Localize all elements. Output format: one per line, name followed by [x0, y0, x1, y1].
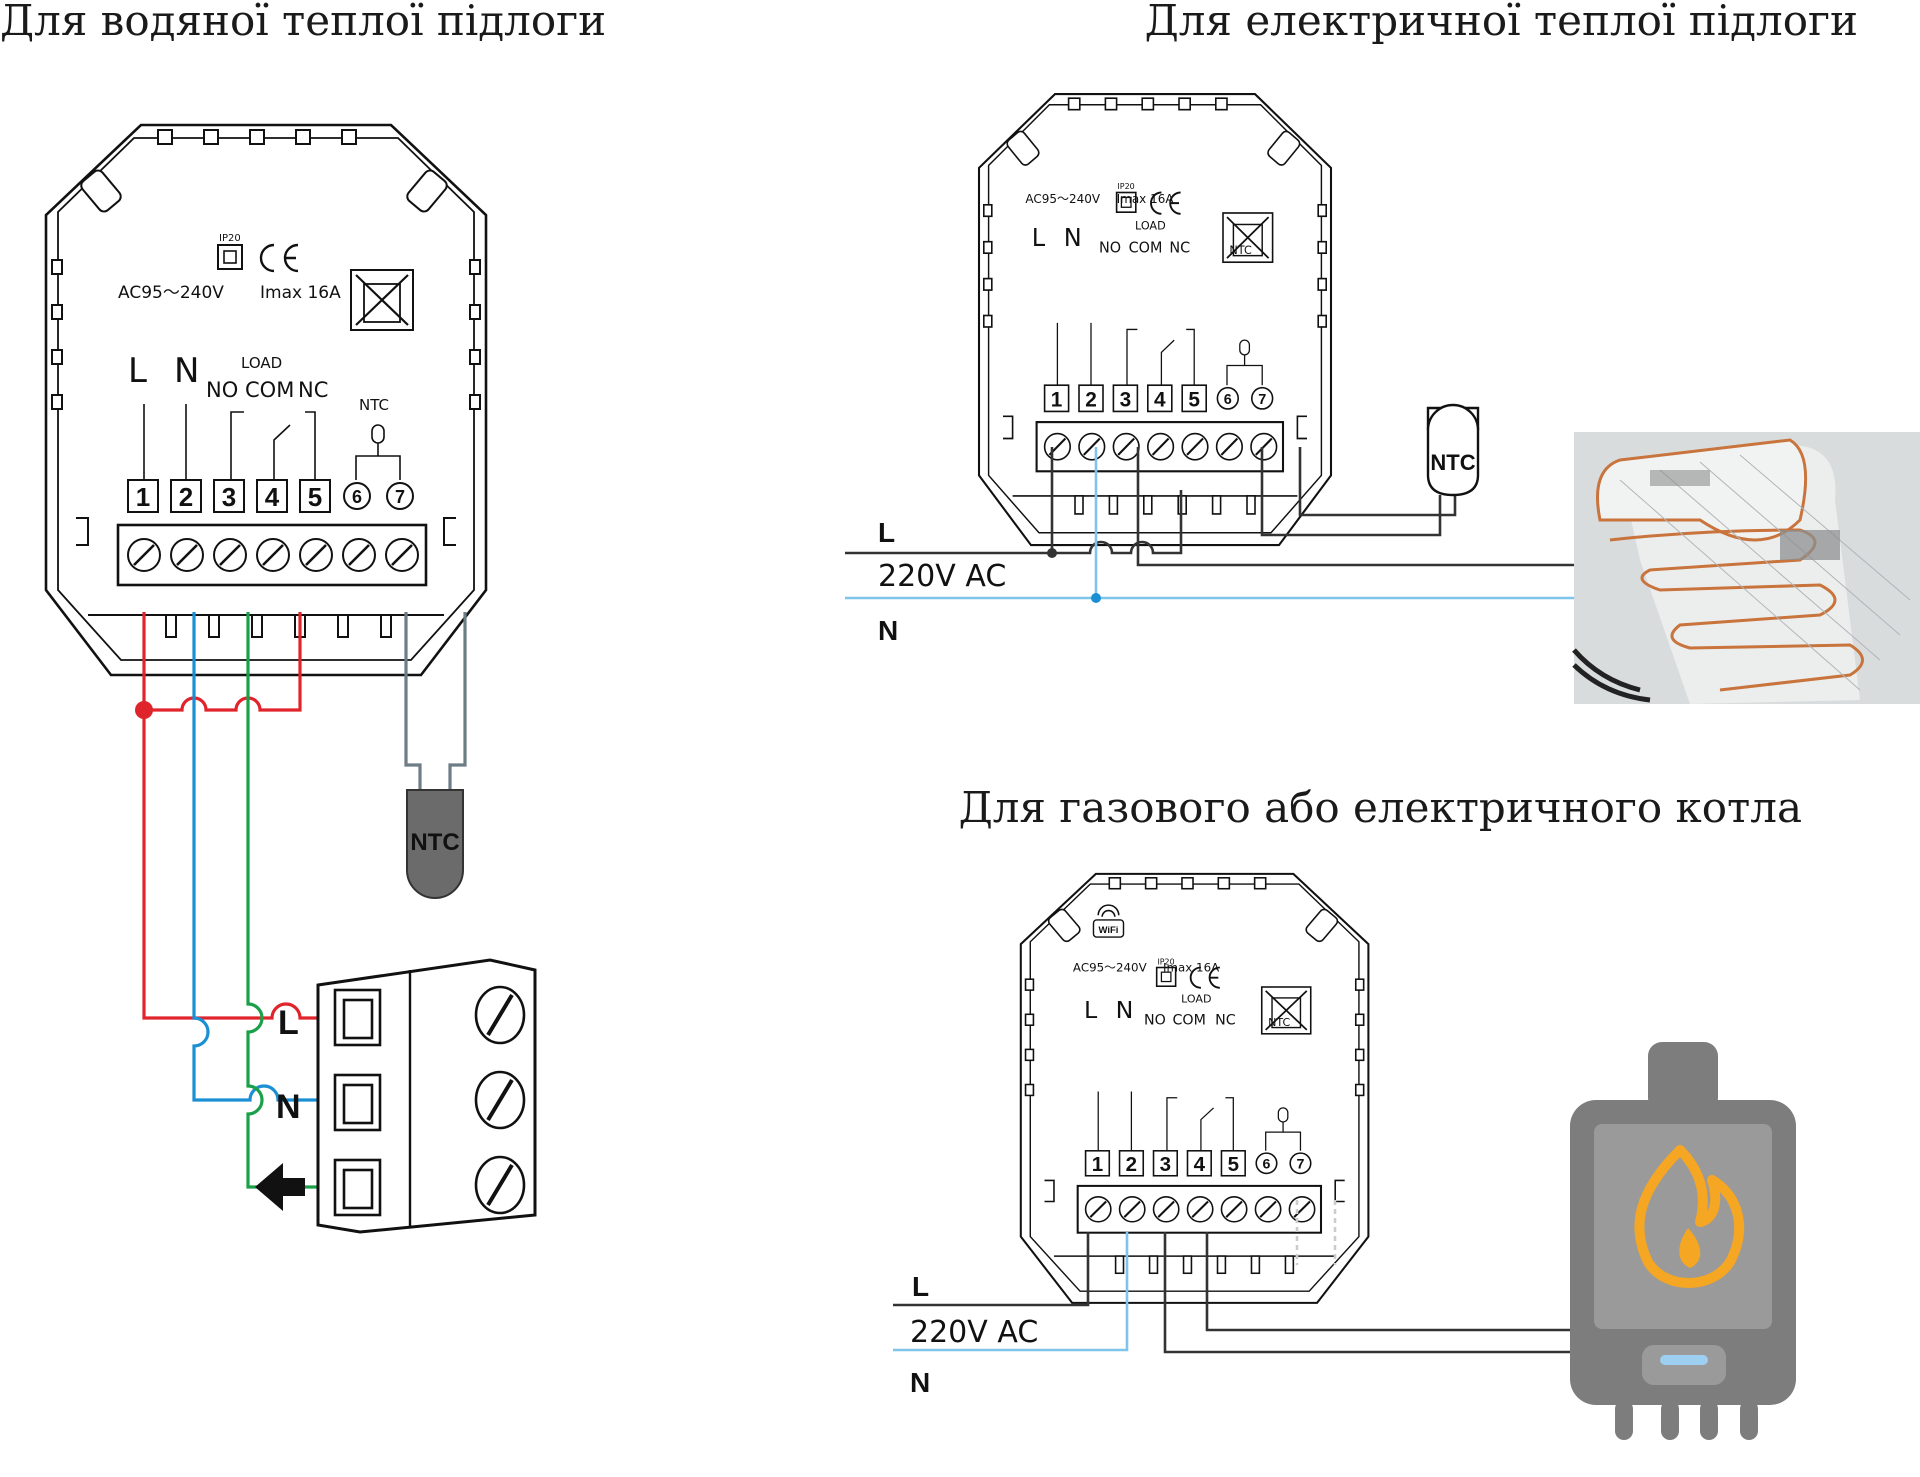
title-electric-floor: Для електричної теплої підлоги: [1145, 0, 1858, 45]
terminal-number: 7: [395, 487, 405, 507]
terminal-number: 2: [1126, 1154, 1137, 1176]
terminal-label-n: N: [174, 351, 199, 391]
flame-icon: [1634, 1145, 1745, 1288]
terminal-number: 2: [179, 482, 193, 512]
diagram-water-floor: AC95～240V Imax 16A L N LOAD NO COM NC NT…: [44, 123, 537, 1234]
block-label-l: L: [278, 1004, 299, 1042]
terminal-number: 2: [1085, 388, 1097, 411]
com-label: COM: [245, 378, 294, 402]
terminal-label-n: N: [1116, 996, 1134, 1024]
voltage-label: AC95～240V: [1025, 192, 1100, 206]
terminal-number: 4: [265, 482, 280, 512]
terminal-number: 6: [1263, 1156, 1271, 1172]
terminal-number: 1: [136, 482, 150, 512]
com-label: COM: [1172, 1013, 1205, 1029]
terminal-number: 1: [1051, 388, 1063, 411]
mains-n-label: N: [878, 615, 898, 646]
current-label: Imax 16A: [1117, 192, 1175, 206]
terminal-label-l: L: [128, 351, 147, 391]
current-label: Imax 16A: [260, 283, 341, 303]
terminal-number: 3: [222, 482, 236, 512]
mains-voltage-label: 220V AC: [878, 559, 1006, 594]
title-water-floor: Для водяної теплої підлоги: [0, 0, 606, 45]
voltage-label: AC95～240V: [118, 283, 224, 303]
ntc-sensor-icon: NTC: [406, 789, 464, 899]
title-boiler: Для газового або електричного котла: [959, 783, 1802, 832]
ntc-label: NTC: [1229, 243, 1251, 257]
terminal-block: L N: [255, 958, 537, 1234]
load-label: LOAD: [1181, 993, 1211, 1006]
ntc-probe-label: NTC: [1430, 450, 1475, 475]
wifi-label: WiFi: [1099, 924, 1119, 935]
nc-label: NC: [298, 378, 328, 402]
terminal-label-l: L: [1084, 996, 1097, 1024]
mains-n-label: N: [910, 1367, 930, 1398]
terminal-number: 6: [1224, 392, 1232, 408]
heating-mat-image: [1572, 432, 1920, 704]
nc-label: NC: [1169, 239, 1190, 256]
ntc-label: NTC: [359, 396, 389, 414]
wifi-icon: WiFi: [1092, 904, 1125, 938]
no-label: NO: [206, 378, 238, 402]
diagram-boiler: AC95～240V Imax 16A L N LOAD NO COM NC NT…: [893, 872, 1796, 1440]
ntc-probe-label: NTC: [410, 829, 459, 856]
terminal-number: 7: [1297, 1156, 1305, 1172]
terminal-number: 1: [1092, 1154, 1103, 1176]
load-label: LOAD: [1135, 218, 1166, 232]
load-label: LOAD: [241, 354, 282, 372]
terminal-number: 6: [352, 487, 362, 507]
arrow-left-icon: [255, 1163, 305, 1211]
ntc-sensor-icon: NTC: [1426, 403, 1480, 497]
mains-l-label: L: [878, 517, 895, 548]
diagram-electric-floor: AC95～240V Imax 16A L N LOAD NO COM NC NT…: [845, 93, 1920, 704]
no-label: NO: [1144, 1013, 1166, 1029]
terminal-number: 5: [1228, 1154, 1239, 1176]
block-label-n: N: [276, 1088, 301, 1126]
no-label: NO: [1099, 239, 1121, 256]
terminal-number: 7: [1258, 392, 1266, 408]
mains-voltage-label: 220V AC: [910, 1315, 1038, 1350]
terminal-number: 3: [1120, 388, 1132, 411]
terminal-number: 3: [1160, 1154, 1171, 1176]
terminal-number: 4: [1194, 1154, 1206, 1176]
terminal-label-l: L: [1032, 223, 1046, 252]
voltage-label: AC95～240V: [1073, 960, 1147, 974]
com-label: COM: [1129, 239, 1163, 256]
terminal-number: 5: [308, 482, 322, 512]
boiler-icon: [1570, 1042, 1796, 1440]
terminal-number: 4: [1154, 388, 1166, 411]
nc-label: NC: [1215, 1013, 1236, 1029]
ntc-label: NTC: [1268, 1016, 1290, 1029]
terminal-label-n: N: [1064, 223, 1082, 252]
terminal-number: 5: [1188, 388, 1200, 411]
current-label: Imax 16A: [1163, 960, 1219, 974]
mains-l-label: L: [912, 1271, 929, 1302]
